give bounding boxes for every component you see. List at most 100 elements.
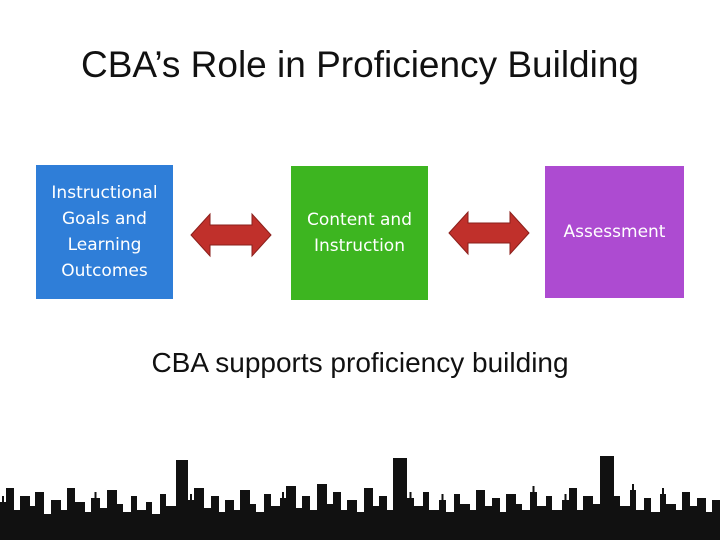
skyline-building [225, 500, 234, 540]
skyline-building [85, 512, 91, 540]
box-instructional-goals-label: Instructional Goals and Learning Outcome… [51, 183, 158, 281]
skyline-building [30, 506, 35, 540]
skyline-building [393, 458, 407, 540]
skyline-building [14, 510, 20, 540]
slide-title: CBA’s Role in Proficiency Building [81, 44, 639, 85]
skyline-building [280, 498, 286, 540]
skyline-building [333, 492, 341, 540]
skyline-building [6, 488, 14, 540]
skyline-building [67, 488, 75, 540]
skyline-building [712, 500, 720, 540]
skyline-building [614, 496, 620, 540]
skyline-building [146, 502, 152, 540]
skyline-building [364, 488, 373, 540]
skyline-building [583, 496, 593, 540]
skyline-building [296, 508, 302, 540]
skyline-antenna [564, 494, 567, 500]
city-skyline-decoration [0, 456, 720, 540]
skyline-building [522, 510, 530, 540]
skyline-antenna [532, 486, 535, 492]
skyline-building [492, 498, 500, 540]
slide-caption: CBA supports proficiency building [151, 347, 569, 378]
skyline-building [562, 500, 569, 540]
skyline-building [460, 504, 470, 540]
skyline-building [35, 492, 44, 540]
skyline-building [347, 500, 357, 540]
skyline-building [682, 492, 690, 540]
skyline-building [630, 490, 636, 540]
skyline-building [0, 502, 6, 540]
skyline-building [75, 502, 85, 540]
skyline-building [194, 488, 204, 540]
skyline-building [577, 510, 583, 540]
skyline-antenna [441, 494, 444, 500]
skyline-antenna [282, 492, 284, 498]
skyline-building [271, 506, 280, 540]
skyline-building [357, 512, 364, 540]
skyline-building [250, 504, 256, 540]
skyline-building [546, 496, 552, 540]
skyline-building [600, 456, 614, 540]
skyline-building [317, 484, 327, 540]
bidirectional-arrow-icon [448, 210, 530, 256]
skyline-building [676, 510, 682, 540]
skyline-building [379, 496, 387, 540]
skyline-building [636, 510, 644, 540]
skyline-building [166, 506, 176, 540]
skyline-antenna [409, 492, 412, 498]
skyline-building [706, 512, 712, 540]
skyline-building [470, 510, 476, 540]
skyline-building [310, 510, 317, 540]
skyline-building [256, 512, 264, 540]
skyline-building [264, 494, 271, 540]
skyline-building [506, 494, 516, 540]
skyline-building [240, 490, 250, 540]
skyline-antenna [190, 494, 192, 500]
skyline-building [123, 512, 131, 540]
skyline-building [500, 512, 506, 540]
skyline-building [100, 508, 107, 540]
skyline-building [530, 492, 537, 540]
skyline-building [91, 498, 100, 540]
skyline-building [485, 506, 492, 540]
skyline-antenna [94, 492, 97, 498]
skyline-building [137, 510, 146, 540]
skyline-building [117, 504, 123, 540]
skyline-building [660, 494, 666, 540]
skyline-building [697, 498, 706, 540]
skyline-building [690, 506, 697, 540]
skyline-building [176, 460, 188, 540]
skyline-building [414, 506, 423, 540]
skyline-building [516, 504, 522, 540]
bidirectional-arrow-icon [190, 212, 272, 258]
skyline-building [51, 500, 61, 540]
skyline-building [569, 488, 577, 540]
skyline-building [286, 486, 296, 540]
skyline-building [234, 510, 240, 540]
box-content-instruction: Content and Instruction [291, 166, 428, 300]
skyline-building [107, 490, 117, 540]
skyline-building [429, 510, 439, 540]
skyline-building [620, 506, 630, 540]
skyline-building [204, 508, 211, 540]
box-assessment-label: Assessment [563, 222, 666, 242]
skyline-building [302, 496, 310, 540]
skyline-building [160, 494, 166, 540]
skyline-building [131, 496, 137, 540]
skyline-building [188, 500, 194, 540]
skyline-building [407, 498, 414, 540]
skyline-building [593, 504, 600, 540]
skyline-building [387, 510, 393, 540]
skyline-building [476, 490, 485, 540]
box-instructional-goals: Instructional Goals and Learning Outcome… [36, 165, 173, 299]
skyline-building [454, 494, 460, 540]
box-content-instruction-label: Content and Instruction [307, 210, 412, 256]
skyline-building [423, 492, 429, 540]
skyline-building [537, 506, 546, 540]
skyline-building [44, 514, 51, 540]
skyline-building [373, 506, 379, 540]
skyline-antenna [632, 484, 634, 490]
skyline-building [20, 496, 30, 540]
skyline-building [219, 512, 225, 540]
skyline-building [327, 504, 333, 540]
